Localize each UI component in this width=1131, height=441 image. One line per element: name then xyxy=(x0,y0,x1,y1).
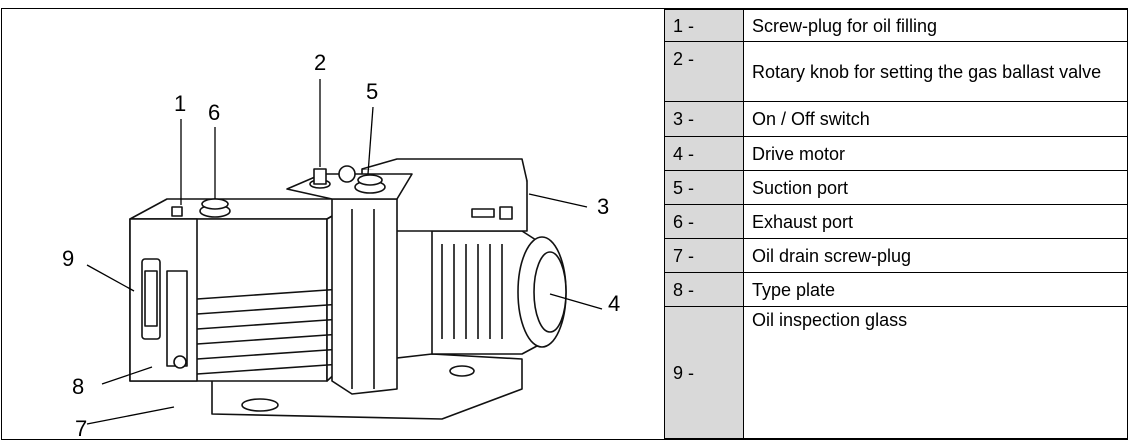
callout-4: 4 xyxy=(608,291,620,316)
legend-number: 7 - xyxy=(664,238,744,273)
callout-7: 7 xyxy=(75,416,87,439)
legend-description: Oil drain screw-plug xyxy=(743,238,1128,273)
vacuum-pump-illustration: 1 2 3 4 5 6 7 8 9 xyxy=(62,50,620,439)
legend-description: Type plate xyxy=(743,272,1128,307)
callout-3: 3 xyxy=(597,194,609,219)
legend-description: Rotary knob for setting the gas ballast … xyxy=(743,41,1128,102)
callout-1: 1 xyxy=(174,91,186,116)
legend-description: Drive motor xyxy=(743,136,1128,171)
callout-8: 8 xyxy=(72,374,84,399)
legend-number: 9 - xyxy=(664,306,744,439)
legend-description: Suction port xyxy=(743,170,1128,205)
callout-6: 6 xyxy=(208,100,220,125)
legend-number: 3 - xyxy=(664,101,744,137)
callout-2: 2 xyxy=(314,50,326,75)
figure-frame: 1 2 3 4 5 6 7 8 9 1 - Screw-plug for oil… xyxy=(1,8,1128,440)
legend-row: 4 - Drive motor xyxy=(664,136,1128,171)
legend-row: 3 - On / Off switch xyxy=(664,101,1128,137)
parts-legend-table: 1 - Screw-plug for oil filling 2 - Rotar… xyxy=(664,9,1128,439)
legend-number: 4 - xyxy=(664,136,744,171)
legend-number: 1 - xyxy=(664,9,744,42)
legend-row: 6 - Exhaust port xyxy=(664,204,1128,239)
legend-number: 6 - xyxy=(664,204,744,239)
legend-row: 2 - Rotary knob for setting the gas ball… xyxy=(664,41,1128,102)
legend-row: 7 - Oil drain screw-plug xyxy=(664,238,1128,273)
legend-row: 5 - Suction port xyxy=(664,170,1128,205)
legend-number: 8 - xyxy=(664,272,744,307)
callout-9: 9 xyxy=(62,246,74,271)
legend-description: Screw-plug for oil filling xyxy=(743,9,1128,42)
legend-row: 8 - Type plate xyxy=(664,272,1128,307)
legend-number: 5 - xyxy=(664,170,744,205)
legend-row: 1 - Screw-plug for oil filling xyxy=(664,9,1128,42)
callout-5: 5 xyxy=(366,79,378,104)
legend-description: On / Off switch xyxy=(743,101,1128,137)
legend-description: Oil inspection glass xyxy=(743,306,1128,439)
legend-row: 9 - Oil inspection glass xyxy=(664,306,1128,439)
legend-number: 2 - xyxy=(664,41,744,102)
legend-description: Exhaust port xyxy=(743,204,1128,239)
